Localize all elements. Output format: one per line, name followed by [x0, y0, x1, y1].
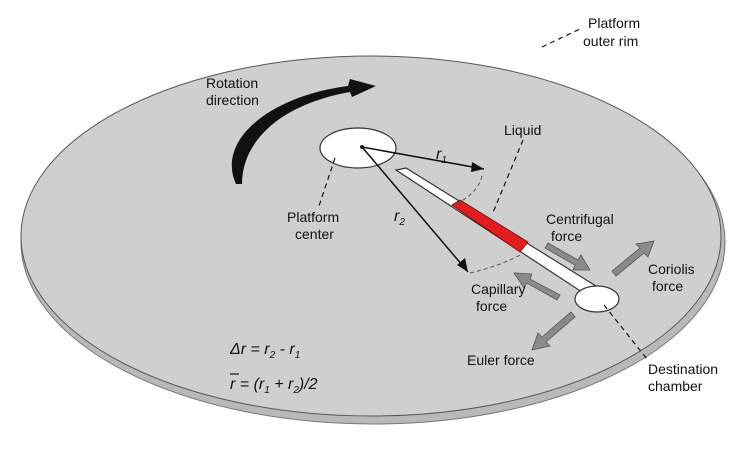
- destination-label-line1: Destination: [648, 361, 718, 377]
- capillary-arrow-icon: [513, 272, 561, 301]
- coriolis-label-line2: force: [652, 278, 683, 294]
- radius-lines: [361, 146, 523, 274]
- euler-arrow-icon: [531, 311, 576, 351]
- outer-rim-label-line1: Platform: [588, 15, 640, 31]
- r1-label: r1: [436, 146, 447, 166]
- platform-top: [20, 55, 722, 417]
- force-arrows: [513, 240, 655, 351]
- platform-disk: [20, 55, 726, 425]
- rotation-label-line2: direction: [206, 92, 259, 108]
- destination-chamber-shape: [574, 285, 620, 313]
- center-label-line1: Platform: [287, 209, 339, 225]
- svg-text:r = (r1 + r2)/2: r = (r1 + r2)/2: [230, 376, 318, 396]
- centrifugal-label-line1: Centrifugal: [546, 211, 614, 227]
- platform-center-hole: [319, 127, 397, 169]
- capillary-label-line2: force: [476, 298, 507, 314]
- center-label-line2: center: [295, 226, 334, 242]
- microchannel: [394, 167, 620, 313]
- centrifugal-label-line2: force: [551, 228, 582, 244]
- capillary-label-line1: Capillary: [471, 281, 525, 297]
- r2-label: r2: [394, 208, 405, 228]
- rotation-label-line1: Rotation: [206, 75, 258, 91]
- rotation-arrow-icon: [231, 79, 376, 184]
- leader-lines: [318, 27, 648, 360]
- liquid-label: Liquid: [504, 122, 541, 138]
- outer-rim-label-line2: outer rim: [583, 33, 638, 49]
- liquid-plug: [451, 199, 529, 253]
- coriolis-label-line1: Coriolis: [648, 261, 695, 277]
- coriolis-arrow-icon: [611, 240, 655, 277]
- delta-r-equation: Δr = r2 - r1: [229, 341, 300, 361]
- euler-label: Euler force: [467, 352, 535, 368]
- centrifugal-arrow-icon: [544, 242, 591, 271]
- mean-r-equation: r = (r1 + r2)/2: [230, 373, 318, 396]
- destination-label-line2: chamber: [648, 378, 703, 394]
